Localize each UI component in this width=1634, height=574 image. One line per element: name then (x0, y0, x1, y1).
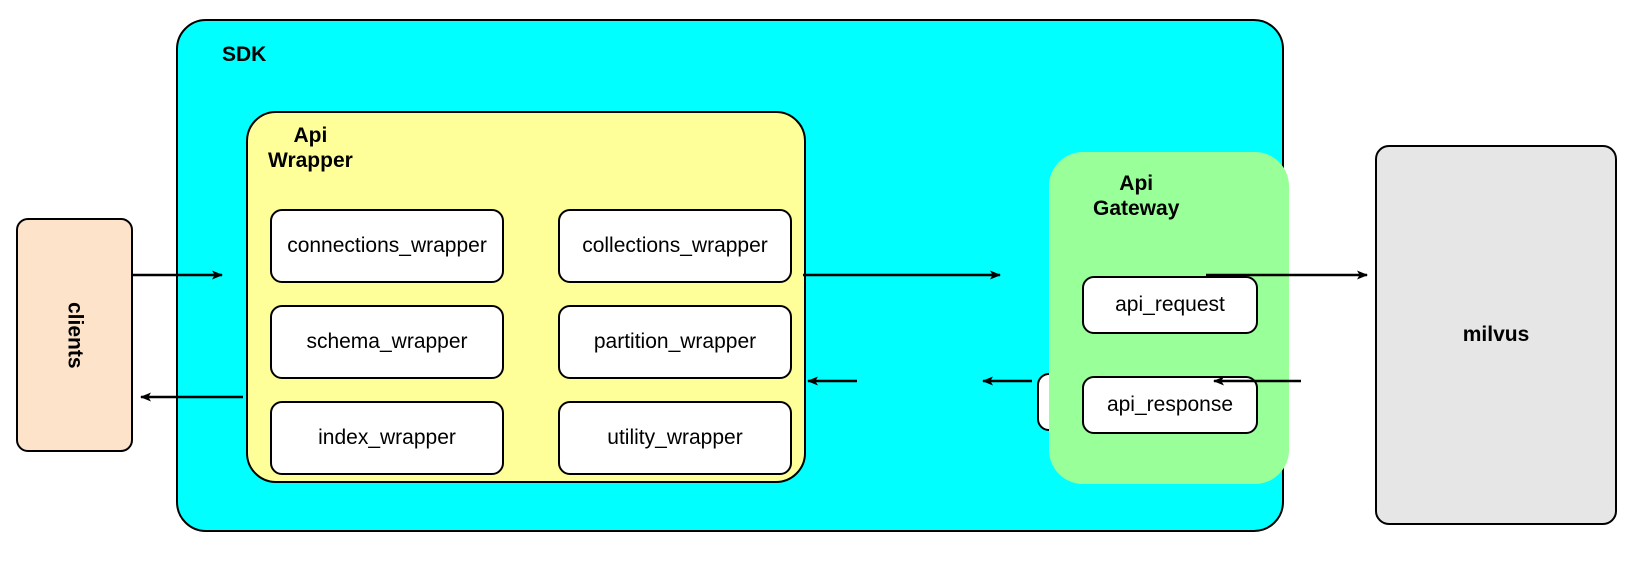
milvus-label: milvus (1462, 323, 1530, 346)
partition-wrapper-box[interactable]: partition_wrapper (558, 305, 792, 379)
collections-wrapper-label: collections_wrapper (582, 234, 768, 257)
api-request-box[interactable]: api_request (1082, 276, 1258, 334)
api-wrapper-label: Api Wrapper (268, 124, 353, 172)
utility-wrapper-box[interactable]: utility_wrapper (558, 401, 792, 475)
clients-label: clients (63, 301, 87, 369)
api-gateway-label: Api Gateway (1093, 172, 1180, 220)
sdk-label: SDK (222, 43, 267, 66)
milvus-node[interactable]: milvus (1375, 145, 1617, 525)
schema-wrapper-label: schema_wrapper (306, 330, 468, 353)
partition-wrapper-label: partition_wrapper (593, 330, 757, 353)
clients-node[interactable]: clients (16, 218, 133, 452)
api-gateway-container[interactable]: Api Gateway api_request api_response (1049, 152, 1289, 484)
api-request-label: api_request (1115, 293, 1225, 316)
collections-wrapper-box[interactable]: collections_wrapper (558, 209, 792, 283)
index-wrapper-box[interactable]: index_wrapper (270, 401, 504, 475)
schema-wrapper-box[interactable]: schema_wrapper (270, 305, 504, 379)
api-response-box[interactable]: api_response (1082, 376, 1258, 434)
utility-wrapper-label: utility_wrapper (607, 426, 743, 449)
connections-wrapper-label: connections_wrapper (287, 234, 487, 257)
api-wrapper-container[interactable]: Api Wrapper connections_wrapper collecti… (246, 111, 806, 483)
connections-wrapper-box[interactable]: connections_wrapper (270, 209, 504, 283)
index-wrapper-label: index_wrapper (318, 426, 456, 449)
api-response-label: api_response (1106, 393, 1234, 416)
sdk-container[interactable]: SDK Api Wrapper connections_wrapper coll… (176, 19, 1289, 532)
